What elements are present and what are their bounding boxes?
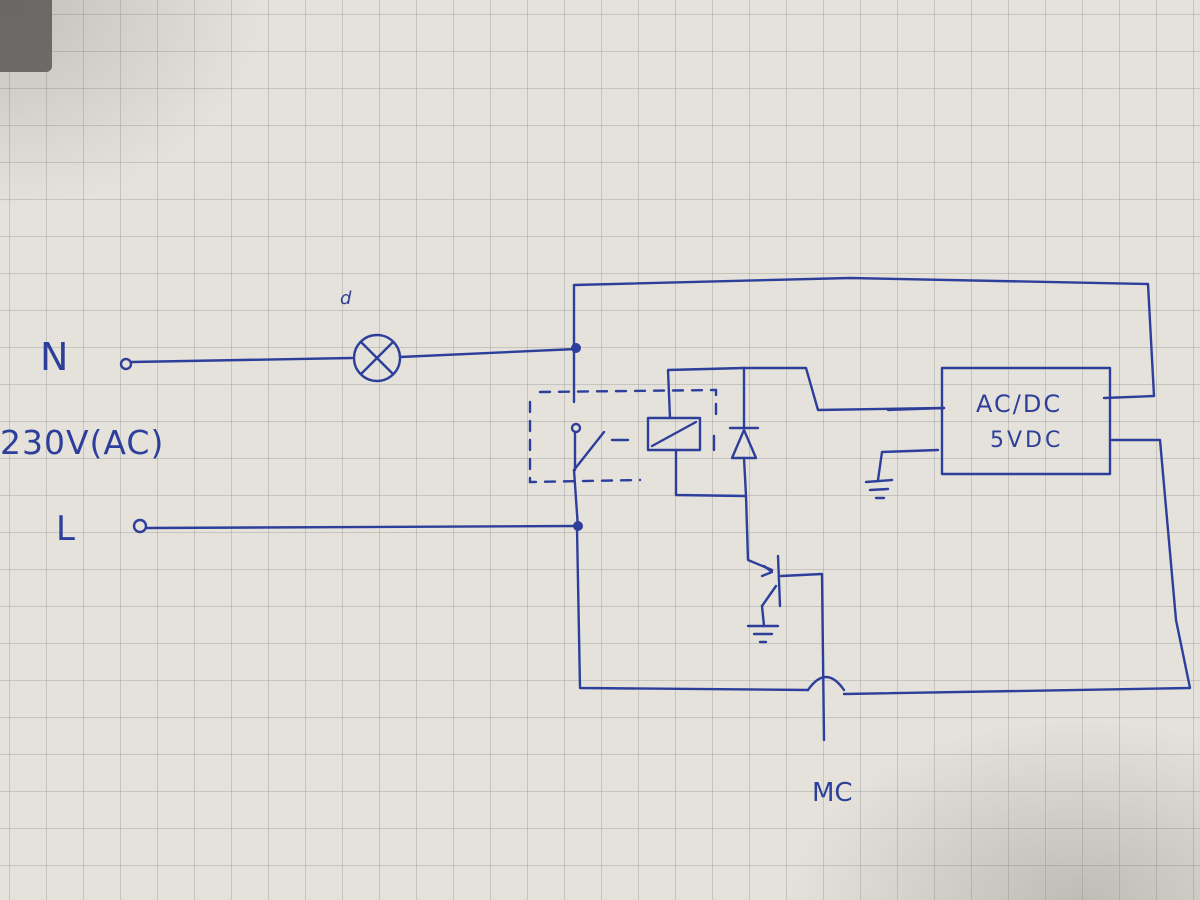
relay-switch-icon <box>570 422 630 530</box>
line-label: L <box>56 509 75 549</box>
wire-crossover <box>806 675 846 692</box>
ground-icon <box>746 604 780 644</box>
junction-top <box>571 343 581 353</box>
top-supply-wire <box>572 276 1156 404</box>
dark-object-corner <box>0 0 52 72</box>
converter-input-stub <box>886 406 946 412</box>
relay-enclosure-bottom <box>528 400 642 484</box>
n-wire <box>129 356 354 364</box>
coil-to-converter-wire <box>742 366 946 412</box>
relay-enclosure-top <box>538 388 718 420</box>
n-terminal <box>119 357 133 371</box>
converter-bottom-label: 5VDC <box>990 428 1064 453</box>
voltage-label: 230V(AC) <box>0 423 165 462</box>
lamp-icon <box>352 333 402 383</box>
coil-bottom-wire <box>674 448 748 498</box>
converter-top-label: AC/DC <box>976 390 1063 418</box>
diode-icon <box>728 366 760 498</box>
relay-coil-icon <box>646 416 702 452</box>
lamp-to-node-wire <box>398 347 578 359</box>
transistor-icon <box>744 494 826 742</box>
ground-icon <box>864 448 940 500</box>
neutral-label: N <box>40 335 69 379</box>
junction-bottom <box>573 521 583 531</box>
l-wire <box>144 524 580 530</box>
controller-label: MC <box>812 778 853 808</box>
lamp-label: d <box>340 288 352 309</box>
ac-dc-converter-box <box>940 366 1112 476</box>
bottom-left-wire <box>575 526 810 692</box>
l-terminal <box>132 518 148 534</box>
bottom-right-wire <box>842 438 1192 696</box>
coil-top-wire <box>666 366 746 420</box>
